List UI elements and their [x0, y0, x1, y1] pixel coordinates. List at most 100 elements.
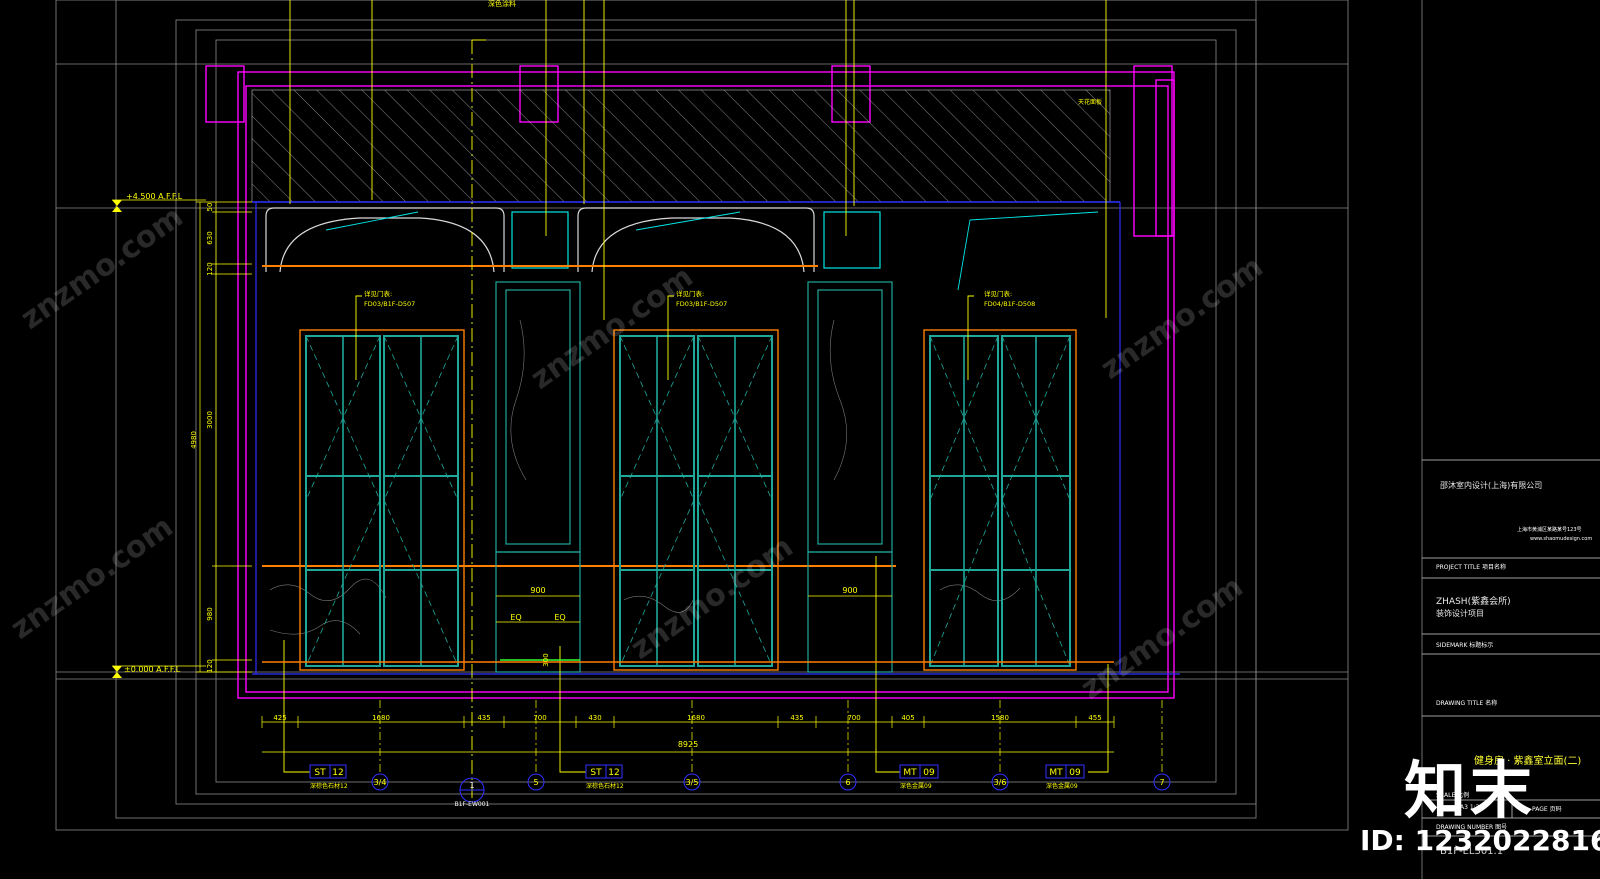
vertical-dim-6: 980	[206, 607, 214, 620]
axis-label-5: 3/6	[994, 778, 1007, 787]
vertical-dim-lines	[196, 201, 252, 673]
vertical-dim-1: 50	[206, 203, 214, 212]
scale-label: SCALE 比例	[1436, 792, 1470, 799]
door-note-1-line2: FD03/B1F-D507	[364, 300, 415, 308]
door-2	[613, 329, 779, 671]
diagonal-refs	[325, 211, 1099, 291]
material-3-num: 09	[923, 768, 935, 778]
door-note-2-line2: FD03/B1F-D507	[676, 300, 727, 308]
bottom-dim-11: 455	[1088, 714, 1101, 722]
bottom-dim-9: 405	[901, 714, 914, 722]
axis-bubble-2	[527, 773, 545, 791]
level-markers	[112, 199, 206, 678]
bottom-dim-7: 435	[790, 714, 803, 722]
axis-bubble-6	[1153, 773, 1171, 791]
title-block-lines	[1422, 459, 1600, 837]
ceiling-hatch	[251, 89, 1111, 203]
drawing-number: B1F-EL301.1	[1440, 846, 1504, 857]
material-tag-3: MT 09 深色金属09	[899, 764, 939, 790]
page-label: PAGE 页码	[1532, 806, 1562, 813]
bottom-dim-lines	[262, 721, 1114, 753]
project-title-label: PROJECT TITLE 项目名称	[1436, 564, 1506, 571]
company-address: 上海市黄浦区某路某号123号	[1517, 527, 1582, 533]
pilasters	[495, 281, 893, 673]
scale-value: A3 1:30	[1460, 804, 1484, 811]
axis-label-6: 7	[1159, 778, 1164, 787]
hatch-note: 天花面板	[1078, 98, 1102, 106]
arch-panels	[511, 211, 881, 269]
vertical-dim-7: 120	[206, 659, 214, 672]
door-1	[299, 329, 465, 671]
inner-dim-1: 900	[530, 586, 545, 595]
bottom-dim-ticks	[261, 716, 1115, 728]
axis-bubble-1	[371, 773, 389, 791]
material-1-num: 12	[332, 768, 343, 778]
total-dim: 8925	[678, 740, 698, 749]
material-3-code: MT	[903, 768, 917, 778]
door-note-2-line1: 详见门表:	[676, 289, 704, 298]
company-name: 邵沐室内设计(上海)有限公司	[1440, 481, 1543, 490]
bottom-dim-6: 1680	[687, 714, 705, 722]
material-1-code: ST	[314, 768, 326, 778]
top-note: 深色涂料	[488, 0, 516, 8]
material-4-num: 09	[1069, 768, 1081, 778]
watermark-site-6: znzmo.com	[1075, 569, 1250, 706]
material-2-code: ST	[590, 768, 602, 778]
axis-bubbles: 3/4 5 3/5 6 3/6 7	[371, 700, 1171, 791]
material-tag-4: MT 09 深色金属09	[1045, 764, 1085, 790]
door-note-3-line1: 详见门表:	[984, 289, 1012, 298]
inner-dim-4: 900	[842, 586, 857, 595]
watermark-site-1: znzmo.com	[15, 199, 190, 336]
watermark-id: ID: 1232022816	[1360, 824, 1600, 857]
company-website: www.shaomudesign.com	[1530, 536, 1593, 542]
axis-bubble-3	[683, 773, 701, 791]
bottom-dim-8: 700	[847, 714, 860, 722]
material-3-desc: 深色金属09	[900, 782, 932, 790]
section-mark: 1 B1F-EW001	[455, 777, 490, 808]
watermark-site-3: znzmo.com	[1095, 249, 1270, 386]
material-2-num: 12	[608, 768, 619, 778]
drawing-title: 健身房 · 紫鑫室立面(二)	[1474, 756, 1582, 767]
door-3	[923, 329, 1077, 671]
axis-label-3: 3/5	[686, 778, 699, 787]
level-bottom-label: ±0.000 A.F.F.L	[124, 665, 181, 674]
watermark-site-4: znzmo.com	[5, 509, 180, 646]
level-top-label: +4.500 A.F.F.L	[126, 192, 183, 201]
inner-dim-3: EQ	[554, 613, 565, 622]
drawing-title-label: DRAWING TITLE 名称	[1436, 700, 1498, 707]
section-num: 1	[469, 781, 474, 790]
axis-bubble-5	[991, 773, 1009, 791]
project-line1: ZHASH(紫鑫会所)	[1436, 597, 1511, 607]
bottom-dim-5: 430	[588, 714, 601, 722]
vertical-dim-5: 3000	[206, 411, 214, 429]
material-4-code: MT	[1049, 768, 1063, 778]
bottom-dim-2: 1680	[372, 714, 390, 722]
inner-dim-2: EQ	[510, 613, 521, 622]
vertical-dim-3: 120	[206, 262, 214, 275]
inner-dim-5: 300	[542, 653, 550, 666]
vertical-dim-texts: 50 630 120 4980 3000 980 120	[190, 203, 214, 673]
stone-veins	[269, 319, 1021, 635]
axis-bubble-4	[839, 773, 857, 791]
bottom-dim-4: 700	[533, 714, 546, 722]
vertical-dim-4: 4980	[190, 431, 198, 449]
watermark-logo: 知末	[1404, 754, 1537, 827]
arches	[265, 207, 815, 273]
title-block: 邵沐室内设计(上海)有限公司 上海市黄浦区某路某号123号 www.shaomu…	[1422, 0, 1600, 879]
door-note-3-line2: FD04/B1F-D508	[984, 300, 1035, 308]
sidemark-label: SIDEMARK 标题标示	[1436, 642, 1494, 649]
wall-boundaries	[252, 202, 1180, 675]
project-line2: 装饰设计项目	[1436, 609, 1484, 618]
leader-lines	[283, 0, 1109, 800]
bottom-dim-1: 425	[273, 714, 286, 722]
orange-beams	[262, 265, 896, 567]
material-1-desc: 深棕色石材12	[310, 782, 348, 790]
bottom-dim-3: 435	[477, 714, 490, 722]
axis-label-4: 6	[845, 778, 850, 787]
axis-label-2: 5	[533, 778, 538, 787]
axis-label-1: 3/4	[374, 778, 387, 787]
material-tag-1: ST 12 深棕色石材12	[309, 764, 348, 790]
vertical-dim-2: 630	[206, 231, 214, 244]
